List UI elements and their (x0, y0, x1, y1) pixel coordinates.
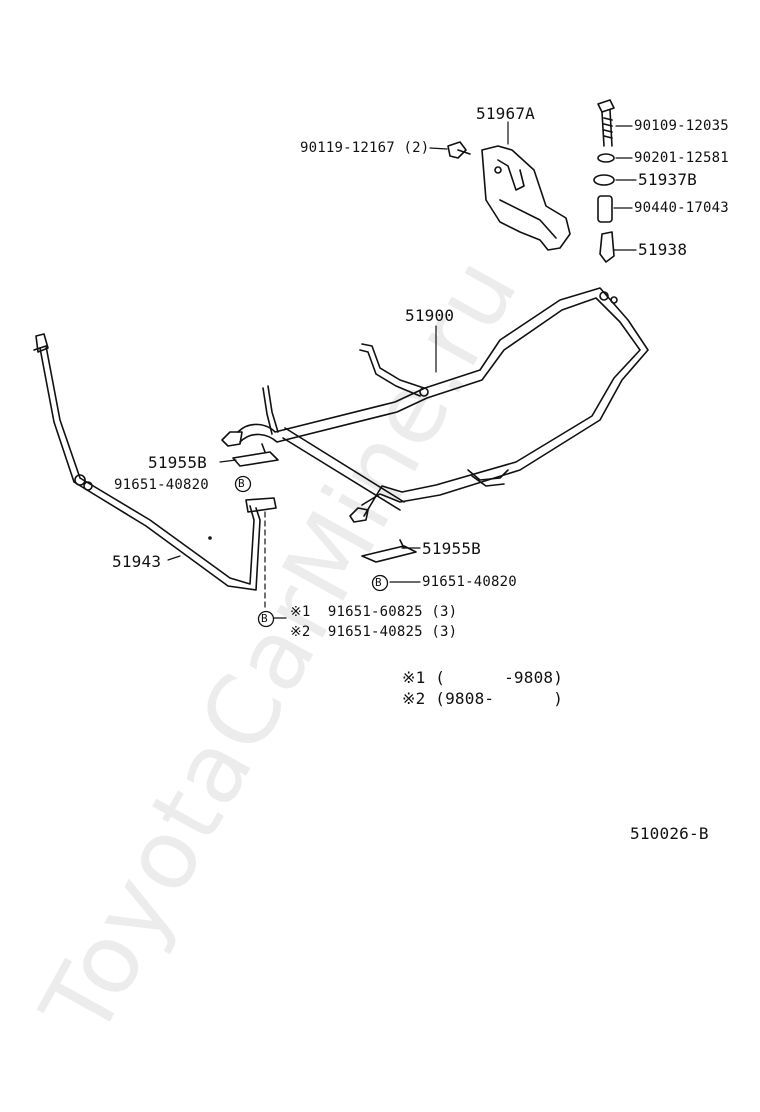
label-91651-40820-left: 91651-40820 (114, 477, 209, 493)
label-51955B-right: 51955B (422, 539, 481, 558)
bolt-marker-lower: B (261, 612, 268, 625)
bolt-marker-right: B (375, 576, 382, 589)
left-mount-bracket (221, 431, 279, 467)
right-mount-bracket (349, 507, 417, 563)
legend-row-1: ※1 ( -9808) (402, 668, 564, 687)
label-90201-12581: 90201-12581 (634, 150, 729, 166)
label-90119-12167: 90119-12167 (2) (300, 140, 430, 156)
label-91651-40820-right: 91651-40820 (422, 574, 517, 590)
bolt-marker-left: B (238, 477, 245, 490)
label-note2-part: ※2 91651-40825 (3) (290, 624, 458, 640)
leader-lines (167, 121, 509, 619)
label-51900: 51900 (405, 306, 455, 325)
label-51943: 51943 (112, 552, 162, 571)
label-51938: 51938 (638, 240, 688, 259)
bracket-51967A (481, 145, 571, 251)
label-90109-12035: 90109-12035 (634, 118, 729, 134)
bolt-90119 (429, 141, 471, 159)
label-51967A: 51967A (476, 104, 535, 123)
label-note1-part: ※1 91651-60825 (3) (290, 604, 458, 620)
label-90440-17043: 90440-17043 (634, 200, 729, 216)
bolt-markers (234, 475, 389, 628)
label-51937B: 51937B (638, 170, 697, 189)
diagram-code: 510026-B (630, 824, 709, 843)
stabilizer-bar-51943 (33, 333, 277, 591)
hardware-stack (593, 99, 637, 263)
legend-row-2: ※2 (9808- ) (402, 689, 564, 708)
label-51955B-left: 51955B (148, 453, 207, 472)
frame-tube-51900 (237, 287, 649, 517)
